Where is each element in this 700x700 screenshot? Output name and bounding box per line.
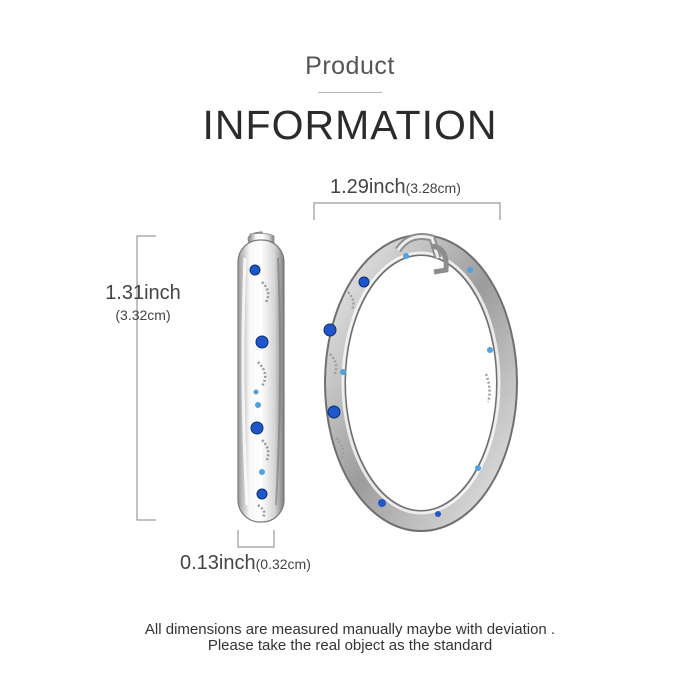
- thickness-inch: 0.13inch: [180, 552, 256, 574]
- earring-front-view: [323, 233, 518, 532]
- product-subtitle: Product: [305, 52, 395, 80]
- width-dimension: 1.29inch(3.28cm): [330, 176, 461, 199]
- thickness-cm: (0.32cm): [255, 556, 311, 572]
- thickness-dimension: 0.13inch(0.32cm): [180, 552, 311, 575]
- width-bracket: [313, 202, 501, 220]
- width-inch: 1.29inch: [330, 176, 406, 198]
- width-cm: (3.28cm): [405, 180, 461, 196]
- front-blue-stones: [323, 253, 493, 517]
- white-stone-crescents: [257, 281, 270, 519]
- disclaimer-line-2: Please take the real object as the stand…: [207, 637, 493, 654]
- title-divider: [318, 92, 382, 93]
- front-white-stone-crescents: [329, 291, 491, 461]
- height-cm: (3.32cm): [115, 307, 171, 323]
- disclaimer: All dimensions are measured manually may…: [0, 622, 700, 654]
- earring-side-view: [237, 231, 285, 523]
- height-bracket: [136, 235, 156, 521]
- page-title: INFORMATION: [202, 102, 498, 148]
- thickness-bracket: [237, 530, 275, 548]
- disclaimer-line-1: All dimensions are measured manually may…: [144, 621, 556, 638]
- blue-stones: [249, 264, 269, 500]
- height-inch: 1.31inch: [105, 282, 181, 304]
